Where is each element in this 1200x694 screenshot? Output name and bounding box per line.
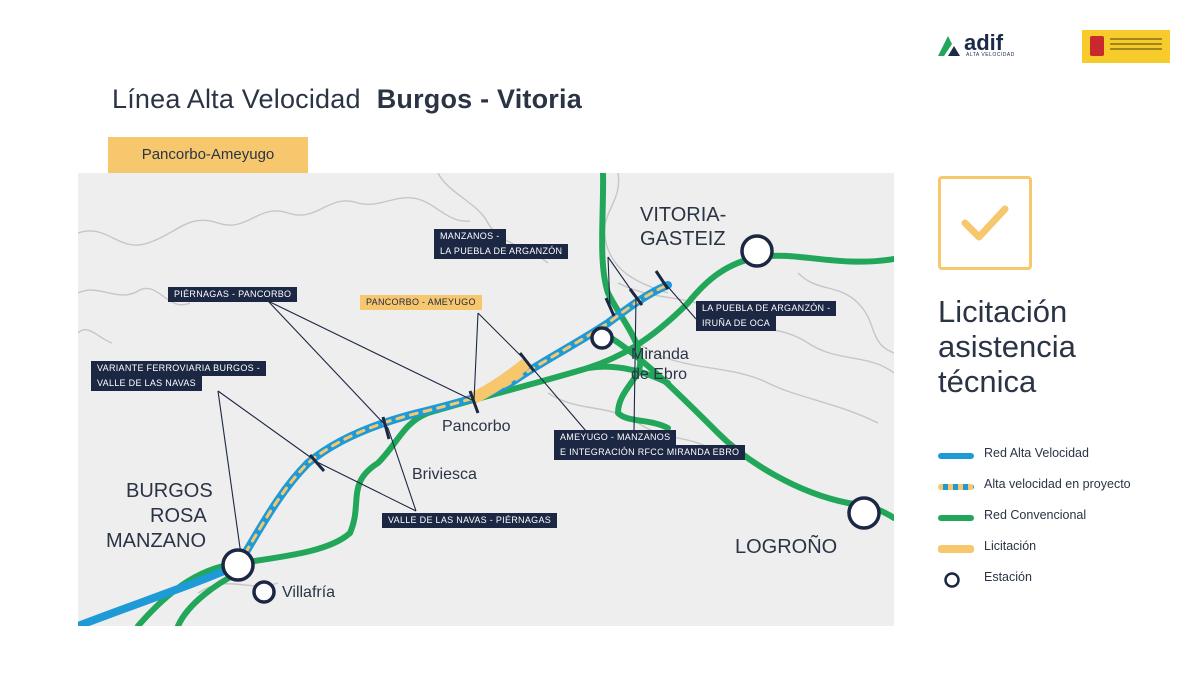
label-puebla-line1: LA PUEBLA DE ARGANZÓN - bbox=[696, 301, 837, 316]
section-tag: Pancorbo-Ameyugo bbox=[108, 137, 308, 173]
town-villafria: Villafría bbox=[282, 584, 336, 601]
town-pancorbo: Pancorbo bbox=[442, 418, 511, 435]
station-vitoria bbox=[740, 234, 774, 268]
conventional-swatch bbox=[938, 515, 974, 521]
station-burgos bbox=[221, 548, 255, 582]
label-leader-lines bbox=[217, 256, 697, 556]
label-variante-burgos-line2: VALLE DE LAS NAVAS bbox=[91, 376, 202, 391]
city-burgos-line2: ROSA bbox=[150, 505, 207, 527]
adif-mark-icon bbox=[938, 36, 960, 56]
label-puebla-line2: IRUÑA DE OCA bbox=[696, 316, 777, 331]
government-logo bbox=[1082, 30, 1170, 63]
station-logrono bbox=[847, 496, 881, 530]
label-pancorbo-ameyugo: PANCORBO - AMEYUGO bbox=[360, 295, 482, 310]
high-speed-swatch bbox=[938, 453, 974, 459]
legend-label: Red Alta Velocidad bbox=[984, 446, 1089, 460]
legend-label: Alta velocidad en proyecto bbox=[984, 477, 1131, 491]
label-variante-burgos-line1: VARIANTE FERROVIARIA BURGOS - bbox=[91, 361, 267, 376]
ministry-text-mark bbox=[1110, 38, 1162, 54]
town-briviesca: Briviesca bbox=[412, 466, 477, 483]
sidebar-title-line1: Licitación bbox=[938, 294, 1068, 329]
city-logrono: LOGROÑO bbox=[735, 536, 838, 558]
label-manzanos-line2: LA PUEBLA DE ARGANZÓN bbox=[434, 244, 569, 259]
tender-segment bbox=[470, 359, 530, 403]
label-piernagas-pancorbo: PIÉRNAGAS - PANCORBO bbox=[168, 287, 298, 302]
title-bold: Burgos - Vitoria bbox=[376, 84, 582, 114]
city-vitoria-line2: GASTEIZ bbox=[640, 228, 726, 250]
town-miranda-line1: Miranda bbox=[631, 346, 689, 363]
projected-swatch bbox=[938, 484, 974, 490]
label-ameyugo-line1: AMEYUGO - MANZANOS bbox=[554, 430, 677, 445]
checkmark-badge bbox=[938, 176, 1032, 270]
stations bbox=[221, 234, 881, 604]
map-canvas bbox=[78, 173, 894, 626]
label-ameyugo-line2: E INTEGRACIÓN RFCC MIRANDA EBRO bbox=[554, 445, 746, 460]
sidebar-title: Licitación asistencia técnica bbox=[938, 294, 1076, 399]
tender-swatch bbox=[938, 545, 974, 553]
legend-label: Licitación bbox=[984, 539, 1037, 553]
adif-wordmark: adif bbox=[964, 30, 1004, 55]
checkmark-icon bbox=[961, 205, 1009, 241]
label-valle-piernagas: VALLE DE LAS NAVAS - PIÉRNAGAS bbox=[382, 513, 558, 528]
title-light: Línea Alta Velocidad bbox=[112, 84, 361, 114]
city-burgos-line3: MANZANO bbox=[106, 530, 206, 552]
route-map: PIÉRNAGAS - PANCORBO VARIANTE FERROVIARI… bbox=[78, 173, 894, 626]
station-miranda bbox=[590, 326, 614, 350]
page-title: Línea Alta Velocidad Burgos - Vitoria bbox=[112, 84, 582, 115]
label-manzanos-line1: MANZANOS - bbox=[434, 229, 506, 244]
sidebar-title-line3: técnica bbox=[938, 364, 1037, 399]
sidebar-title-line2: asistencia bbox=[938, 329, 1076, 364]
station-circle-icon bbox=[944, 572, 960, 588]
legend-label: Estación bbox=[984, 570, 1032, 584]
legend-label: Red Convencional bbox=[984, 508, 1087, 522]
station-villafria bbox=[252, 580, 276, 604]
city-burgos-line1: BURGOS bbox=[126, 480, 213, 502]
coat-of-arms-icon bbox=[1090, 36, 1104, 56]
adif-subtitle: ALTA VELOCIDAD bbox=[966, 52, 1015, 58]
city-vitoria-line1: VITORIA- bbox=[640, 204, 727, 226]
town-miranda-line2: de Ebro bbox=[631, 366, 688, 383]
adif-logo: adif ALTA VELOCIDAD bbox=[936, 30, 1026, 64]
